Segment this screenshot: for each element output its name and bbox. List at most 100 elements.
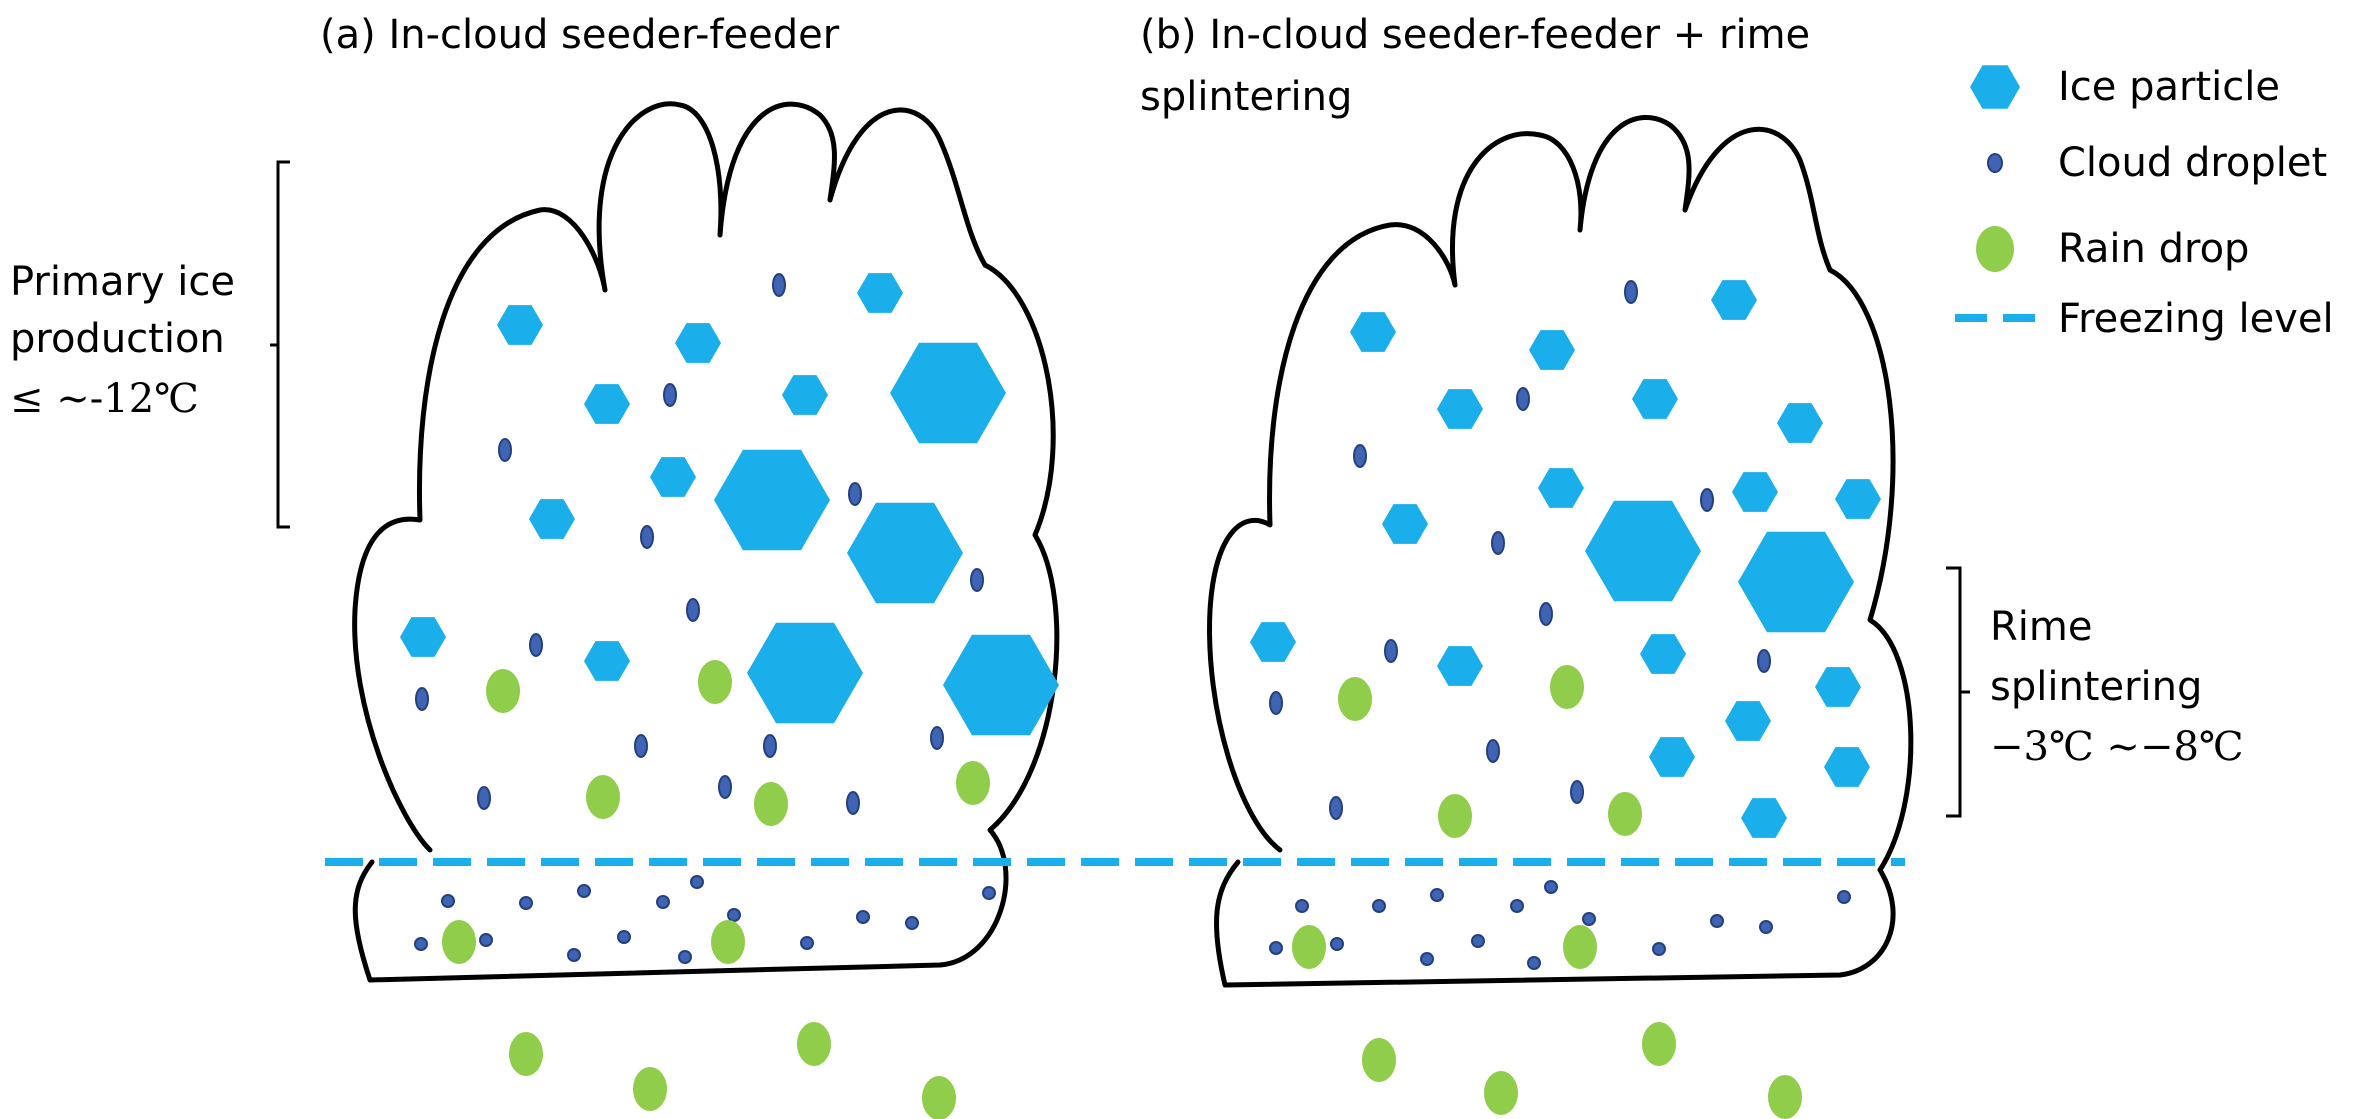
cloud-droplet [1372,899,1386,913]
cloud-droplet [1516,387,1530,411]
cloud-droplet [640,525,654,549]
primary-ice-bracket [270,160,290,529]
rain-drop [1642,1022,1676,1066]
cloud-droplet [1624,280,1638,304]
cloud-droplet [498,438,512,462]
particles-layer [400,273,1881,1119]
cloud-droplet [519,896,533,910]
ice-particle [714,449,830,551]
cloud-droplet [763,734,777,758]
cloud-droplet [1759,920,1773,934]
cloud-droplet [970,568,984,592]
ice-particle [529,499,575,539]
cloud-droplet [634,734,648,758]
cloud-droplet [1330,937,1344,951]
cloud-a-particles [400,273,1059,1119]
panel-a-title: (a) In-cloud seeder-feeder [320,12,840,58]
cloud-droplet [1430,888,1444,902]
cloud-droplet [1757,649,1771,673]
cloud-droplet [656,895,670,909]
ice-particle [1382,504,1428,544]
rain-drop [956,761,990,805]
cloud-droplet [663,383,677,407]
ice-particle [1815,667,1861,707]
cloud-droplet [477,786,491,810]
cloud-droplet [1420,952,1434,966]
ice-particle [1835,479,1881,519]
cloud-droplet [1570,780,1584,804]
cloud-droplet [1486,739,1500,763]
cloud-droplet [982,886,996,900]
cloud-droplet [441,894,455,908]
cloud-droplet [727,908,741,922]
legend-label-ice: Ice particle [2058,64,2280,110]
cloud-b-particles [1250,280,1881,1119]
cloud-droplet [1582,912,1596,926]
ice-particle [1437,646,1483,686]
ice-particle [675,323,721,363]
rain-drop [1338,677,1372,721]
legend-cloud-droplet-symbol [1987,153,2003,173]
cloud-b [1207,115,1914,988]
cloud-droplet [1295,899,1309,913]
cloud-droplet [415,687,429,711]
primary-ice-label-line2: production [10,316,225,362]
primary-ice-label-line1: Primary ice [10,259,235,305]
cloud-b-outline [1207,115,1914,988]
cloud-droplet [1353,444,1367,468]
rain-drop [698,660,732,704]
cloud-droplet [1700,488,1714,512]
cloud-droplet [414,937,428,951]
ice-particle [1585,500,1701,602]
panel-b-title: (b) In-cloud seeder-feeder + rime [1140,12,1810,58]
cloud-droplet [1269,941,1283,955]
cloud-droplet [846,791,860,815]
cloud-droplet [678,950,692,964]
ice-particle [1649,737,1695,777]
panel-b-title-line2: splintering [1140,74,1352,120]
cloud-droplet [905,916,919,930]
rain-drop [1768,1075,1802,1119]
ice-particle [1777,403,1823,443]
cloud-droplet [1384,639,1398,663]
rain-drop [754,782,788,826]
legend-ice-particle-symbol [1970,65,2020,109]
cloud-droplet [718,775,732,799]
cloud-droplet [529,633,543,657]
rain-drop [1550,665,1584,709]
ice-particle [1732,472,1778,512]
rain-drop [1563,925,1597,969]
ice-particle [1250,622,1296,662]
cloud-droplet [856,910,870,924]
ice-particle [1350,312,1396,352]
cloud-droplet [1269,691,1283,715]
ice-particle [1725,701,1771,741]
rain-drop [922,1076,956,1119]
legend-symbols [1955,65,2035,322]
legend: Ice particle Cloud droplet Rain drop Fre… [1955,64,2334,342]
ice-particle [943,634,1059,736]
ice-particle [400,617,446,657]
rime-splintering-bracket [1946,566,1970,818]
rain-drop [442,920,476,964]
cloud-a-outline [352,101,1060,983]
rain-drop [586,775,620,819]
ice-particle [1824,747,1870,787]
ice-particle [782,375,828,415]
ice-particle [650,457,696,497]
ice-particle [1529,330,1575,370]
rime-label-line2: splintering [1990,664,2202,710]
cloud-droplet [772,273,786,297]
rain-drop [1484,1071,1518,1115]
ice-particle [1640,634,1686,674]
primary-ice-annotation: Primary ice production ≤ ~-12℃ [10,160,290,529]
ice-particle [1632,379,1678,419]
legend-rain-drop-symbol [1976,226,2014,272]
ice-particle [857,273,903,313]
cloud-a [352,101,1060,983]
cloud-droplet [686,598,700,622]
rain-drop [711,920,745,964]
cloud-droplet [930,726,944,750]
ice-particle [584,641,630,681]
cloud-droplet [1329,796,1343,820]
